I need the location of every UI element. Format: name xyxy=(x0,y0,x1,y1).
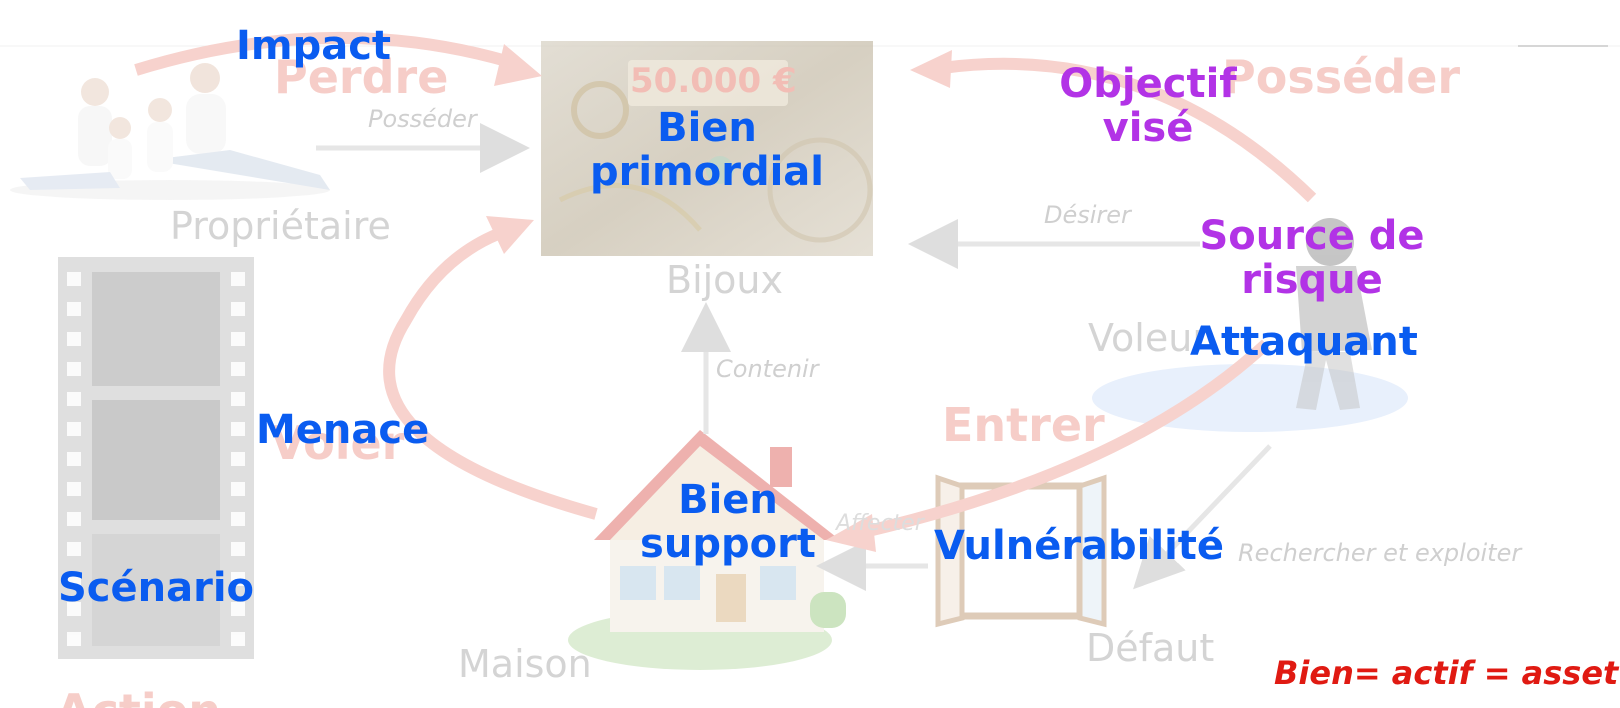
scenario-label: Scénario xyxy=(58,565,255,611)
arc-steal xyxy=(383,228,598,520)
vulnerability-label: Vulnérabilité xyxy=(934,523,1225,569)
arc-lose xyxy=(134,31,512,76)
verb-possess-label: Posséder xyxy=(1222,50,1461,104)
supporting-asset-line1: Bien xyxy=(678,477,778,523)
owner-label: Propriétaire xyxy=(170,204,391,248)
risk-source-line1: Source de xyxy=(1199,213,1425,259)
supporting-asset-line2: support xyxy=(640,521,816,567)
arc-possess-head xyxy=(910,50,952,88)
target-objective-line1: Objectif xyxy=(1059,61,1237,107)
arc-steal-head xyxy=(486,216,534,254)
family-photo-icon xyxy=(10,63,330,200)
relation-affect-label: Affecter xyxy=(836,511,924,536)
jewels-price: 50.000 € xyxy=(630,61,797,101)
target-objective-line2: visé xyxy=(1102,105,1194,151)
relation-exploit-label: Rechercher et exploiter xyxy=(1238,539,1522,567)
arc-enter xyxy=(862,339,1271,538)
relation-contain-label: Contenir xyxy=(716,355,819,383)
jewels-label: Bijoux xyxy=(666,258,784,302)
risk-source-line2: risque xyxy=(1241,257,1383,303)
relation-desire-label: Désirer xyxy=(1044,201,1131,229)
thief-label: Voleur xyxy=(1088,316,1208,360)
house-illustration-icon xyxy=(568,430,846,670)
primary-asset-line1: Bien xyxy=(657,105,757,151)
house-label: Maison xyxy=(458,642,592,686)
primary-asset-line2: primordial xyxy=(589,149,824,195)
flaw-label: Défaut xyxy=(1086,626,1215,670)
arc-lose-head xyxy=(494,44,542,86)
asset-definition-note: Bien= actif = asset xyxy=(1274,654,1619,692)
relation-own-label: Posséder xyxy=(368,105,477,133)
risk-source-label: Source de risque xyxy=(1180,214,1444,302)
supporting-asset-label: Bien support xyxy=(608,478,848,566)
film-perforations xyxy=(67,272,245,646)
primary-asset-label: Bien primordial xyxy=(570,106,844,194)
arc-possess xyxy=(941,57,1317,203)
target-objective-label: Objectif visé xyxy=(1024,62,1272,150)
film-strip-icon xyxy=(58,257,254,659)
verb-steal-label: Voler xyxy=(270,416,405,470)
threat-label: Menace xyxy=(256,407,430,453)
arc-enter-head xyxy=(826,514,876,552)
verb-lose-label: Perdre xyxy=(274,50,449,104)
arrow-exploit xyxy=(1133,444,1272,590)
impact-label: Impact xyxy=(236,23,392,69)
jewels-photo-icon xyxy=(541,41,873,256)
verb-action-label: Action xyxy=(56,686,221,708)
attacker-label: Attaquant xyxy=(1190,319,1418,365)
verb-enter-label: Entrer xyxy=(942,398,1105,452)
